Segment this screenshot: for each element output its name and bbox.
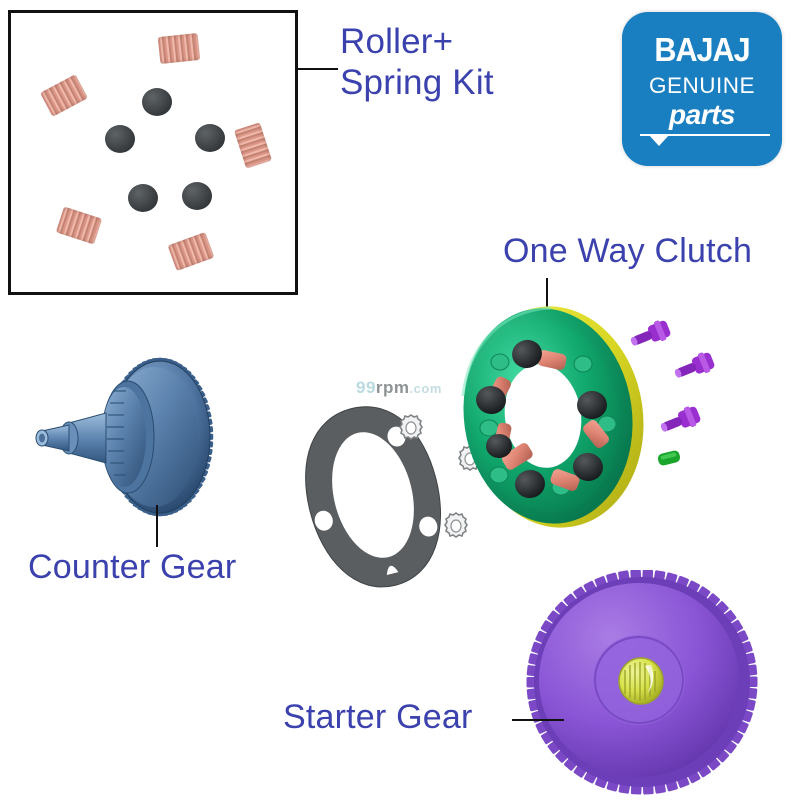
watermark-suffix: .com <box>409 381 442 396</box>
star-washer <box>444 512 468 538</box>
callout-roller-spring-kit: Roller+ Spring Kit <box>340 22 494 103</box>
gasket-hole <box>314 510 333 531</box>
clutch-bolt <box>660 406 701 432</box>
spring-part <box>233 122 273 169</box>
logo-parts-text: parts <box>669 98 735 130</box>
one-way-clutch <box>461 306 644 528</box>
callout-counter-gear: Counter Gear <box>28 548 237 586</box>
leader-line-one-way-clutch <box>546 278 548 318</box>
clutch-roller <box>476 339 607 499</box>
callout-roller-spring-kit-line2: Spring Kit <box>340 62 494 102</box>
logo-text-block: BAJAJ GENUINE parts <box>622 31 782 130</box>
roller-part <box>142 88 172 116</box>
callout-starter-gear: Starter Gear <box>283 698 473 736</box>
watermark-middle: rpm <box>375 378 410 397</box>
bajaj-genuine-parts-logo: BAJAJ GENUINE parts <box>622 12 782 166</box>
callout-roller-spring-kit-line1: Roller+ <box>340 22 454 61</box>
roller-part <box>182 182 212 210</box>
spring-part <box>40 74 88 117</box>
clutch-bolt <box>674 352 715 378</box>
logo-brand-text: BAJAJ <box>654 31 750 69</box>
roller-part <box>105 125 135 153</box>
logo-underline <box>640 134 770 136</box>
logo-genuine-text: GENUINE <box>648 73 755 98</box>
gasket-plate <box>305 406 442 588</box>
counter-gear-pinion <box>101 380 155 494</box>
roller-part <box>128 184 158 212</box>
spring-part <box>55 206 103 245</box>
dowel-pin <box>657 450 681 466</box>
watermark-prefix: 99 <box>356 378 376 397</box>
gasket-notch <box>386 565 399 576</box>
leader-line-roller-kit <box>298 68 338 70</box>
callout-one-way-clutch: One Way Clutch <box>503 232 753 270</box>
watermark-99rpm: 99rpm.com <box>356 378 442 398</box>
clutch-bolt <box>630 320 671 346</box>
leader-line-counter-gear <box>156 505 158 547</box>
counter-gear <box>35 357 214 517</box>
logo-chevron-icon <box>648 134 670 146</box>
leader-line-starter-gear <box>512 719 564 721</box>
roller-part <box>195 124 225 152</box>
counter-gear-shaft <box>35 412 107 464</box>
roller-spring-kit-box <box>8 10 298 295</box>
spring-part <box>167 231 215 272</box>
spring-part <box>157 32 201 65</box>
gasket-hole <box>419 516 438 537</box>
starter-gear <box>526 570 758 795</box>
star-washer <box>399 414 423 440</box>
